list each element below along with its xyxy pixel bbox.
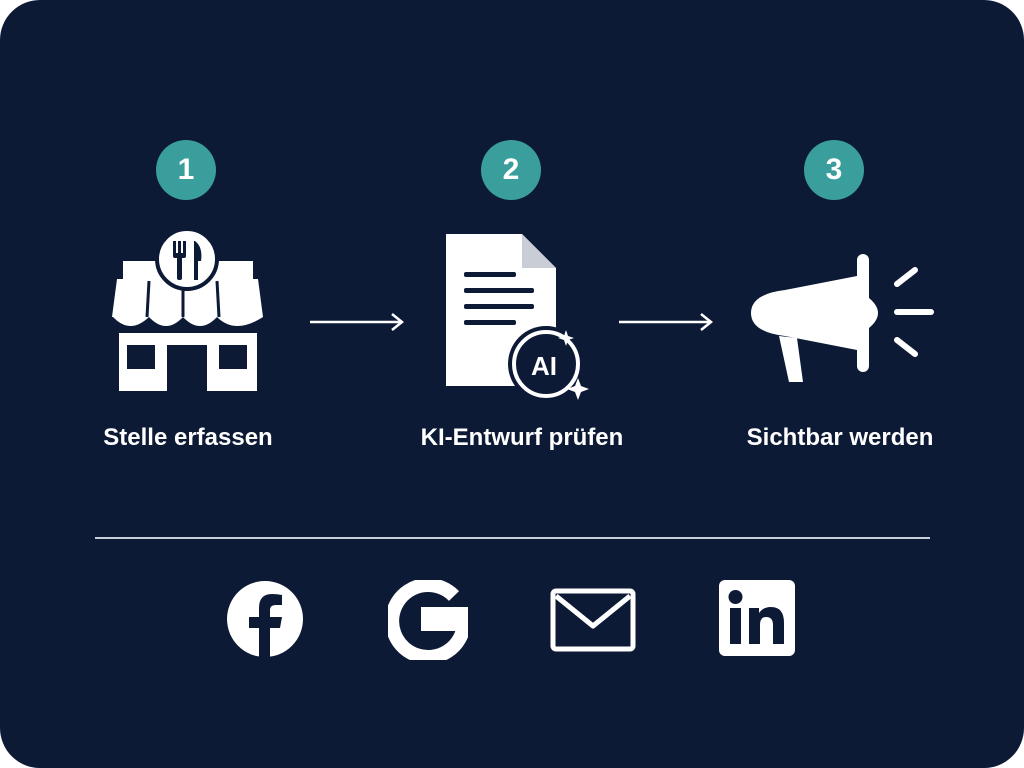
ai-document-icon: AI xyxy=(446,234,589,402)
facebook-icon[interactable] xyxy=(226,580,304,658)
arrow-right-icon xyxy=(619,313,714,331)
google-icon[interactable] xyxy=(388,580,468,660)
step-2-label: KI-Entwurf prüfen xyxy=(420,424,624,451)
step-1-label: Stelle erfassen xyxy=(103,424,273,451)
divider xyxy=(95,537,930,539)
step-2-badge: 2 xyxy=(481,140,541,200)
ai-text: AI xyxy=(531,351,557,381)
arrow-right-icon xyxy=(310,313,405,331)
step-3-badge: 3 xyxy=(804,140,864,200)
step-1-badge: 1 xyxy=(156,140,216,200)
step-3-label: Sichtbar werden xyxy=(746,424,934,451)
linkedin-icon[interactable] xyxy=(719,580,795,656)
email-icon[interactable] xyxy=(550,588,636,652)
megaphone-icon xyxy=(751,254,934,382)
storefront-icon xyxy=(112,227,263,391)
